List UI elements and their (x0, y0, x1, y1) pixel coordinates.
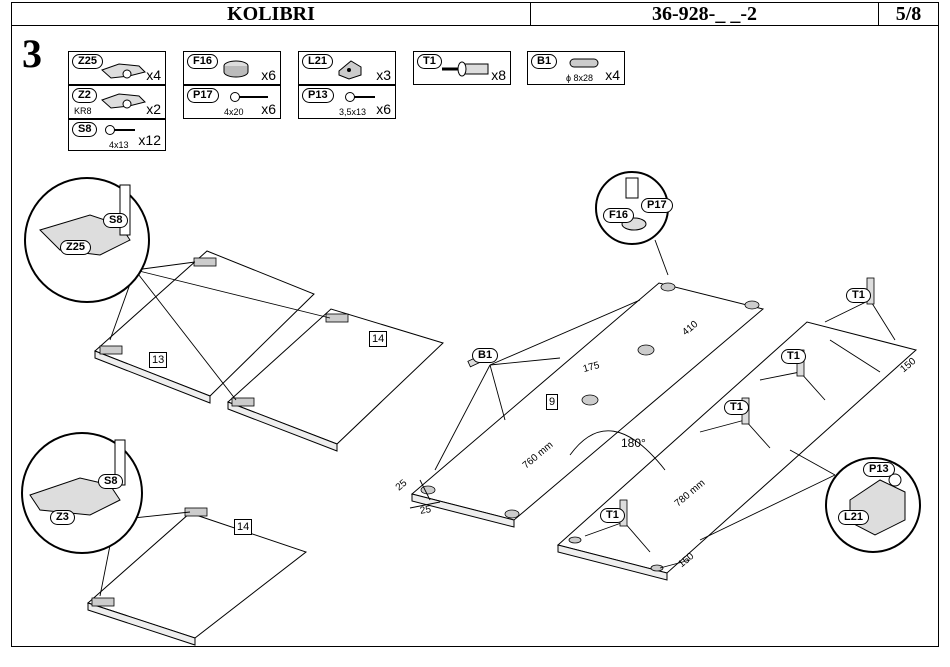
part-z25: Z25 x4 (68, 51, 166, 85)
hinge-icon (184, 507, 208, 517)
hinge-icon (325, 313, 349, 323)
part-l21: L21 x3 (298, 51, 396, 85)
product-code: 36-928-_ _-2 (531, 3, 879, 25)
felt-pad-icon (223, 60, 249, 78)
part-b1: B1 ɸ 8x28 x4 (527, 51, 625, 85)
part-f16: F16 x6 (183, 51, 281, 85)
part-p17: P17 4x20 x6 (183, 85, 281, 119)
bracket-icon (338, 60, 362, 80)
callout-z25: Z25 (60, 240, 91, 255)
callout-t1: T1 (600, 508, 625, 523)
page-number: 5/8 (895, 2, 922, 25)
panel-label-14-upper: 14 (369, 331, 388, 347)
panel-label-14-lower: 14 (234, 519, 253, 535)
hinge-icon (91, 597, 115, 607)
hinge-icon (99, 345, 123, 355)
connector-bolt-icon (442, 61, 489, 77)
hinge-icon (101, 93, 146, 109)
part-z2: Z2 KR8 x2 (68, 85, 166, 119)
dim-180: 180° (621, 436, 646, 450)
dowel-icon (569, 58, 599, 68)
callout-p17: P17 (641, 198, 673, 213)
part-p13: P13 3,5x13 x6 (298, 85, 396, 119)
hinge-icon (193, 257, 217, 267)
panel-label-9: 9 (546, 394, 559, 410)
callout-l21: L21 (838, 510, 869, 525)
hinge-icon (101, 63, 146, 79)
hinge-icon (231, 397, 255, 407)
header: KOLIBRI 36-928-_ _-2 5/8 (11, 2, 939, 26)
screw-icon (105, 125, 135, 135)
callout-f16: F16 (603, 208, 634, 223)
callout-s8: S8 (98, 474, 124, 489)
screw-icon (230, 92, 268, 102)
callout-t1: T1 (781, 349, 806, 364)
callout-t1: T1 (724, 400, 749, 415)
callout-b1: B1 (472, 348, 499, 363)
screw-icon (345, 92, 375, 102)
part-t1: T1 x8 (413, 51, 511, 85)
part-s8: S8 4x13 x12 (68, 119, 166, 151)
callout-t1: T1 (846, 288, 871, 303)
panel-label-13: 13 (149, 352, 168, 368)
product-title: KOLIBRI (12, 3, 531, 25)
callout-z3: Z3 (50, 510, 75, 525)
dim-25-b: 25 (419, 504, 432, 517)
step-number: 3 (22, 31, 42, 76)
callout-p13: P13 (863, 462, 895, 477)
callout-s8: S8 (103, 213, 129, 228)
